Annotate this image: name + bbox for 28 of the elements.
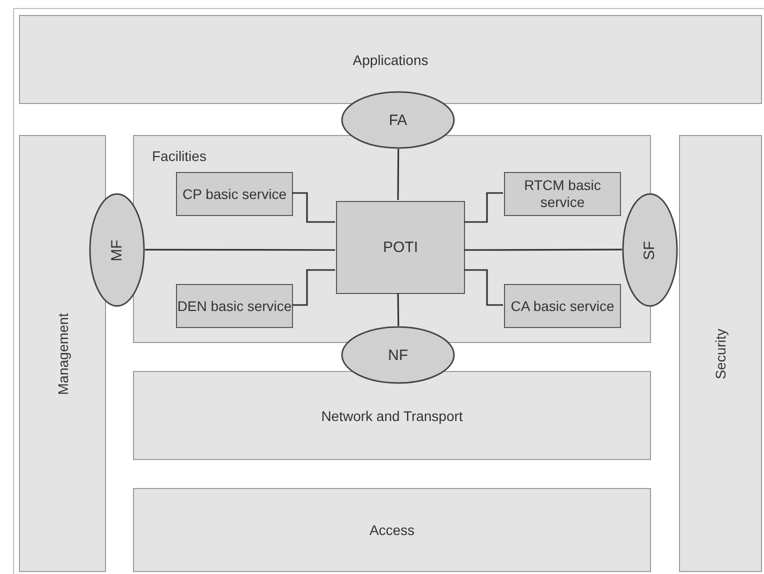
layer-band [133,488,651,572]
layer-band [19,135,106,572]
layer-label: Network and Transport [321,408,463,424]
service-box: CA basic service [504,284,621,328]
interface-label: NF [388,346,408,364]
connector-line [292,192,335,223]
connector-line [145,248,335,251]
connector-line [464,269,503,306]
layer-band [133,371,651,460]
process-box: POTI [336,201,465,294]
connector-line [292,269,335,306]
connector-line [464,192,503,223]
layer-label: Facilities [152,148,206,164]
interface-label: MF [108,239,126,261]
layer-band [679,135,762,572]
layer-label: Applications [352,52,428,68]
service-box: CP basic service [176,172,293,216]
layer-label: Management [54,312,70,394]
interface-label: FA [388,112,408,128]
layer-label: Security [712,328,728,379]
connector-line [397,293,400,326]
service-box: DEN basic service [176,284,293,328]
layer-band [19,15,762,104]
connector-line [464,248,622,251]
connector-line [397,149,400,200]
service-box: RTCM basic service [504,172,621,216]
layer-label: Access [369,522,415,538]
interface-label: SF [642,240,658,260]
